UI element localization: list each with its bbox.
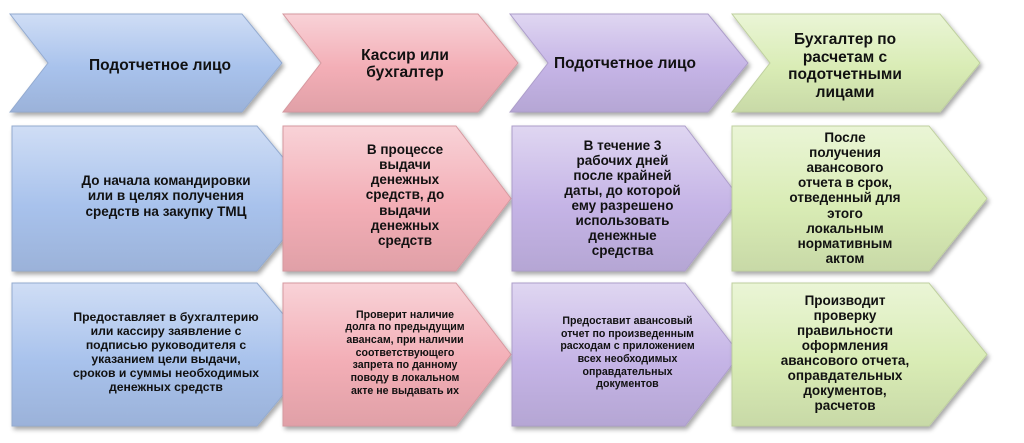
col2-middle-shape	[282, 125, 512, 272]
col3-header-shape	[508, 13, 749, 113]
col1-middle: До начала командировки или в целях получ…	[81, 173, 251, 219]
col2-middle: В процессе выдачи денежных средств, до в…	[365, 142, 445, 248]
col3-bottom: Предоставит авансовый отчет по произведе…	[560, 314, 695, 391]
col4-middle-shape	[731, 125, 988, 272]
col4-bottom-shape	[731, 282, 988, 427]
col2-bottom: Проверит наличие долга по предыдущим ава…	[345, 308, 465, 397]
col1-bottom: Предоставляет в бухгалтерию или кассиру …	[72, 310, 260, 394]
col1-header-shape	[8, 13, 283, 113]
col2-bottom-shape	[282, 282, 512, 427]
col4-middle: После получения авансового отчета в срок…	[789, 130, 901, 266]
col1-header: Подотчетное лицо	[88, 57, 232, 75]
col4-header: Бухгалтер по расчетам с подотчетными лиц…	[788, 31, 902, 101]
col2-header: Кассир или бухгалтер	[361, 46, 449, 82]
col4-bottom: Производит проверку правильности оформле…	[780, 292, 910, 414]
col3-bottom-shape	[511, 282, 741, 427]
col3-header: Подотчетное лицо	[553, 55, 697, 73]
col2-header-shape	[281, 13, 519, 113]
col3-middle-shape	[511, 125, 741, 272]
col4-header-shape	[730, 13, 981, 113]
col3-middle: В течение 3 рабочих дней после крайней д…	[564, 137, 681, 259]
